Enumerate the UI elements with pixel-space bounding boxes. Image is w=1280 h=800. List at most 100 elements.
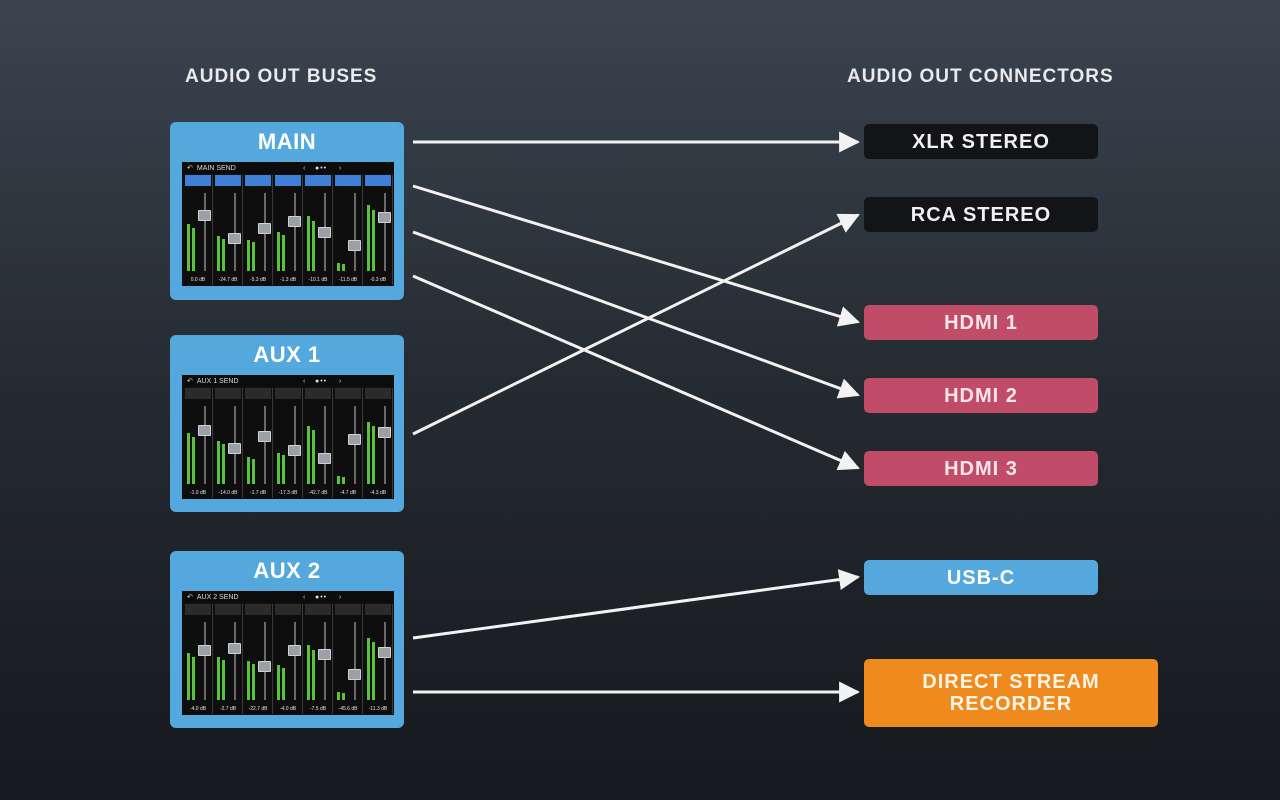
channel-strip[interactable]: -1.7 dB bbox=[244, 388, 273, 498]
fader-knob[interactable] bbox=[198, 425, 211, 436]
level-meter bbox=[252, 406, 255, 484]
channel-db-value: -1.0 dB bbox=[189, 490, 207, 496]
level-meter bbox=[277, 193, 280, 271]
fader-knob[interactable] bbox=[348, 669, 361, 680]
level-meter bbox=[282, 193, 285, 271]
channel-strip[interactable]: -11.5 dB bbox=[334, 175, 363, 285]
fader-knob[interactable] bbox=[288, 445, 301, 456]
level-meter bbox=[192, 193, 195, 271]
level-meter bbox=[372, 406, 375, 484]
fader-knob[interactable] bbox=[318, 227, 331, 238]
bus-title: AUX 2 bbox=[253, 558, 321, 583]
mixer-screen: ↶AUX 2 SEND‹●••›-4.0 dB-2.7 dB-22.7 dB-4… bbox=[182, 591, 394, 715]
back-arrow-icon[interactable]: ↶ bbox=[187, 165, 193, 172]
channel-strip[interactable]: -5.3 dB bbox=[244, 175, 273, 285]
channel-strip[interactable]: -11.3 dB bbox=[364, 604, 393, 714]
channel-db-value: -42.7 dB bbox=[308, 490, 328, 496]
channel-strip[interactable]: -14.0 dB bbox=[214, 388, 243, 498]
fader-knob[interactable] bbox=[378, 427, 391, 438]
channel-label bbox=[335, 388, 361, 399]
chevron-right-icon[interactable]: › bbox=[339, 594, 342, 601]
channel-strip[interactable]: -22.7 dB bbox=[244, 604, 273, 714]
page-dots-icon: ●•• bbox=[315, 594, 328, 601]
connector-xlr-stereo[interactable]: XLR STEREO bbox=[864, 124, 1098, 159]
screen-header: ↶MAIN SEND‹●••› bbox=[183, 163, 393, 174]
channel-strip[interactable]: -1.0 dB bbox=[184, 388, 213, 498]
fader-knob[interactable] bbox=[318, 649, 331, 660]
channel-strip[interactable]: -4.0 dB bbox=[274, 604, 303, 714]
chevron-left-icon[interactable]: ‹ bbox=[303, 165, 307, 172]
channel-strip[interactable]: 0.0 dB bbox=[184, 175, 213, 285]
channel-label bbox=[335, 604, 361, 615]
channel-strip[interactable]: -24.7 dB bbox=[214, 175, 243, 285]
level-meter bbox=[222, 622, 225, 700]
level-meter bbox=[192, 406, 195, 484]
level-meter bbox=[367, 406, 370, 484]
connector-hdmi-1[interactable]: HDMI 1 bbox=[864, 305, 1098, 340]
fader-knob[interactable] bbox=[348, 240, 361, 251]
back-arrow-icon[interactable]: ↶ bbox=[187, 378, 193, 385]
route-arrow bbox=[412, 184, 861, 327]
channel-db-value: -5.3 dB bbox=[249, 277, 267, 283]
channel-db-value: -11.3 dB bbox=[368, 706, 388, 712]
connector-usb-c[interactable]: USB-C bbox=[864, 560, 1098, 595]
channel-label bbox=[245, 175, 271, 186]
channel-strip[interactable]: -4.0 dB bbox=[184, 604, 213, 714]
channel-db-value: -0.3 dB bbox=[369, 277, 387, 283]
channel-strip[interactable]: -7.5 dB bbox=[304, 604, 333, 714]
level-meter bbox=[247, 622, 250, 700]
channel-db-value: -24.7 dB bbox=[218, 277, 238, 283]
fader-knob[interactable] bbox=[258, 431, 271, 442]
fader-knob[interactable] bbox=[258, 661, 271, 672]
channel-strip[interactable]: -2.7 dB bbox=[214, 604, 243, 714]
fader-knob[interactable] bbox=[348, 434, 361, 445]
channel-label bbox=[305, 388, 331, 399]
chevron-left-icon[interactable]: ‹ bbox=[303, 378, 307, 385]
level-meter bbox=[312, 622, 315, 700]
channel-strip[interactable]: -10.1 dB bbox=[304, 175, 333, 285]
fader-knob[interactable] bbox=[228, 233, 241, 244]
bus-main[interactable]: MAIN ↶MAIN SEND‹●••›0.0 dB-24.7 dB-5.3 d… bbox=[170, 122, 404, 300]
connector-rca-stereo[interactable]: RCA STEREO bbox=[864, 197, 1098, 232]
route-arrow bbox=[412, 274, 860, 471]
fader-knob[interactable] bbox=[258, 223, 271, 234]
channel-strip[interactable]: -45.6 dB bbox=[334, 604, 363, 714]
connector-hdmi-3[interactable]: HDMI 3 bbox=[864, 451, 1098, 486]
fader-knob[interactable] bbox=[378, 212, 391, 223]
channel-db-value: -17.3 dB bbox=[278, 490, 298, 496]
back-arrow-icon[interactable]: ↶ bbox=[187, 594, 193, 601]
connector-hdmi-2[interactable]: HDMI 2 bbox=[864, 378, 1098, 413]
fader-knob[interactable] bbox=[288, 645, 301, 656]
level-meter bbox=[217, 193, 220, 271]
bus-aux-2[interactable]: AUX 2 ↶AUX 2 SEND‹●••›-4.0 dB-2.7 dB-22.… bbox=[170, 551, 404, 728]
fader-knob[interactable] bbox=[288, 216, 301, 227]
channel-label bbox=[275, 388, 301, 399]
fader-knob[interactable] bbox=[228, 443, 241, 454]
channel-strip[interactable]: -0.3 dB bbox=[364, 175, 393, 285]
fader-knob[interactable] bbox=[228, 643, 241, 654]
fader-track bbox=[204, 622, 206, 700]
chevron-left-icon[interactable]: ‹ bbox=[303, 594, 307, 601]
connectors-heading: AUDIO OUT CONNECTORS bbox=[847, 66, 1114, 87]
chevron-right-icon[interactable]: › bbox=[339, 165, 342, 172]
fader-knob[interactable] bbox=[198, 645, 211, 656]
channel-strip[interactable]: -4.7 dB bbox=[334, 388, 363, 498]
level-meter bbox=[187, 622, 190, 700]
chevron-right-icon[interactable]: › bbox=[339, 378, 342, 385]
channel-strip[interactable]: -4.3 dB bbox=[364, 388, 393, 498]
level-meter bbox=[282, 406, 285, 484]
channel-strip[interactable]: -17.3 dB bbox=[274, 388, 303, 498]
screen-title: AUX 2 SEND bbox=[196, 594, 239, 601]
bus-aux-1[interactable]: AUX 1 ↶AUX 1 SEND‹●••›-1.0 dB-14.0 dB-1.… bbox=[170, 335, 404, 512]
channel-strip[interactable]: -42.7 dB bbox=[304, 388, 333, 498]
channel-db-value: -10.1 dB bbox=[308, 277, 328, 283]
channel-strip[interactable]: -1.3 dB bbox=[274, 175, 303, 285]
fader-track bbox=[354, 622, 356, 700]
channel-label bbox=[275, 604, 301, 615]
fader-knob[interactable] bbox=[198, 210, 211, 221]
route-arrow bbox=[412, 213, 860, 436]
buses-heading: AUDIO OUT BUSES bbox=[185, 66, 378, 87]
connector-direct-stream-recorder[interactable]: DIRECT STREAM RECORDER bbox=[864, 659, 1158, 727]
fader-knob[interactable] bbox=[318, 453, 331, 464]
fader-knob[interactable] bbox=[378, 647, 391, 658]
